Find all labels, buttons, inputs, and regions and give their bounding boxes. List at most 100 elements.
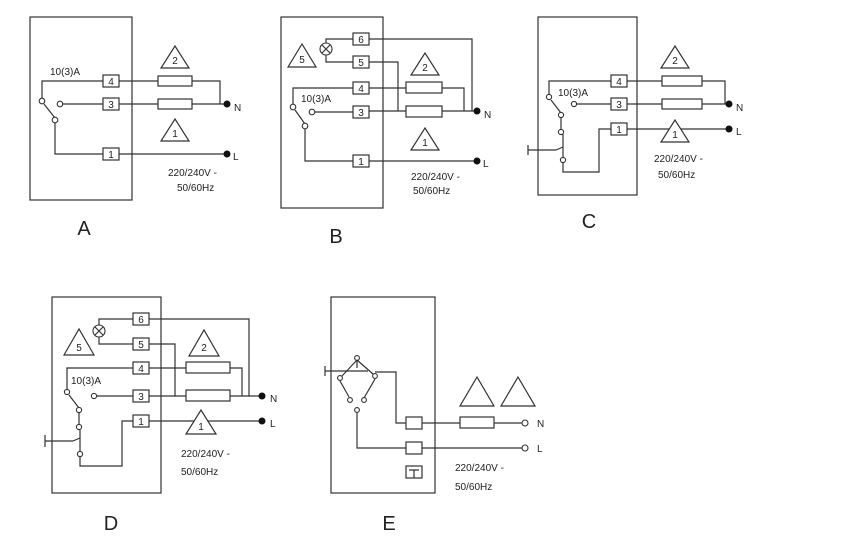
- thermostat-switch: [289, 87, 353, 162]
- line-terminal: [521, 444, 529, 452]
- line-label: L: [483, 159, 489, 170]
- indicator-triangle-5: [62, 327, 96, 356]
- load-triangle-1: [159, 117, 191, 142]
- load-1-label: 1: [422, 138, 428, 149]
- indicator-5-label: 5: [76, 343, 82, 354]
- load-triangle-2: [187, 328, 221, 357]
- indicator-triangle-5: [286, 42, 318, 68]
- load-resistor-bottom: [405, 105, 443, 118]
- diagram-d: 6 5 4 3 1 5 10(3)A: [44, 296, 277, 535]
- diagram-label-a: A: [77, 218, 91, 240]
- diagram-b: 6 5 4 3 1 5 10(3)A: [280, 16, 491, 248]
- terminal-n: [405, 416, 423, 430]
- terminal-3-label: 3: [138, 392, 144, 403]
- thermostat-housing: [330, 296, 436, 494]
- load-resistor-bottom: [157, 98, 193, 110]
- load-resistor-bottom: [185, 389, 231, 402]
- double-pole-switch: [324, 355, 406, 449]
- diagram-c: 4 3 1 10(3)A N: [527, 16, 743, 233]
- neutral-terminal-dot: [473, 107, 481, 115]
- diagram-label-c: C: [582, 211, 596, 233]
- terminal-l: [405, 441, 423, 455]
- supply-frequency: 50/60Hz: [181, 467, 218, 478]
- thermostat-housing: [29, 16, 133, 201]
- load-resistor-top: [157, 75, 193, 87]
- load-resistor-top: [661, 75, 703, 87]
- diagram-label-d: D: [104, 513, 118, 535]
- neutral-label: N: [270, 394, 277, 405]
- supply-voltage: 220/240V -: [654, 154, 703, 165]
- thermostat-switch: [63, 367, 133, 425]
- diagram-label-e: E: [382, 513, 395, 535]
- current-rating: 10(3)A: [558, 88, 588, 99]
- load-resistor: [459, 416, 495, 429]
- thermostat-housing: [537, 16, 638, 196]
- thermostat-housing: [280, 16, 384, 209]
- terminal-3-label: 3: [616, 100, 622, 111]
- terminal-6-label: 6: [358, 35, 364, 46]
- supply-frequency: 50/60Hz: [413, 186, 450, 197]
- neutral-terminal: [521, 419, 529, 427]
- terminal-3-label: 3: [358, 108, 364, 119]
- load-triangle-2: [159, 44, 191, 69]
- load-2-label: 2: [422, 63, 428, 74]
- neutral-terminal-dot: [223, 100, 231, 108]
- terminal-4-label: 4: [616, 77, 622, 88]
- terminal-1-label: 1: [138, 417, 144, 428]
- load-resistor-bottom: [661, 98, 703, 110]
- ground-icon: [405, 465, 423, 479]
- load-triangle-2: [409, 51, 441, 76]
- indicator-5-label: 5: [299, 55, 305, 66]
- neutral-label: N: [234, 103, 241, 114]
- thermostat-switch: [545, 80, 611, 130]
- line-label: L: [270, 419, 276, 430]
- load-triangle-1: [659, 118, 691, 143]
- line-terminal-dot: [258, 417, 266, 425]
- terminal-5-label: 5: [358, 58, 364, 69]
- current-rating: 10(3)A: [50, 67, 80, 78]
- neutral-label: N: [484, 110, 491, 121]
- load-triangle-1: [409, 126, 441, 151]
- supply-voltage: 220/240V -: [181, 449, 230, 460]
- terminal-6-label: 6: [138, 315, 144, 326]
- power-switch: [527, 128, 611, 173]
- load-triangle-right: [499, 375, 537, 407]
- line-terminal-dot: [473, 157, 481, 165]
- supply-frequency: 50/60Hz: [658, 170, 695, 181]
- thermostat-housing: [51, 296, 162, 494]
- load-triangle-1: [184, 408, 218, 435]
- neutral-label: N: [537, 419, 544, 430]
- power-switch: [44, 420, 133, 467]
- load-2-label: 2: [672, 56, 678, 67]
- neutral-label: N: [736, 103, 743, 114]
- line-terminal-dot: [725, 125, 733, 133]
- load-triangle-2: [659, 44, 691, 69]
- supply-frequency: 50/60Hz: [177, 183, 214, 194]
- supply-voltage: 220/240V -: [411, 172, 460, 183]
- terminal-3-label: 3: [108, 100, 114, 111]
- thermostat-switch: [38, 80, 103, 155]
- load-resistor-top: [405, 81, 443, 94]
- supply-voltage: 220/240V -: [168, 168, 217, 179]
- diagram-a: 4 3 1 10(3)A N L 2 1 220/240V: [29, 16, 241, 240]
- load-resistor-top: [185, 361, 231, 374]
- terminal-5-label: 5: [138, 340, 144, 351]
- terminal-1-label: 1: [108, 150, 114, 161]
- load-1-label: 1: [198, 422, 204, 433]
- terminal-4-label: 4: [358, 84, 364, 95]
- diagram-label-b: B: [329, 226, 342, 248]
- current-rating: 10(3)A: [71, 376, 101, 387]
- line-label: L: [233, 152, 239, 163]
- supply-frequency: 50/60Hz: [455, 482, 492, 493]
- indicator-lamp-icon: [92, 324, 106, 338]
- load-1-label: 1: [672, 130, 678, 141]
- load-1-label: 1: [172, 129, 178, 140]
- neutral-terminal-dot: [725, 100, 733, 108]
- terminal-4-label: 4: [138, 364, 144, 375]
- terminal-1-label: 1: [358, 157, 364, 168]
- line-label: L: [537, 444, 543, 455]
- line-terminal-dot: [223, 150, 231, 158]
- load-triangle-left: [458, 375, 496, 407]
- terminal-4-label: 4: [108, 77, 114, 88]
